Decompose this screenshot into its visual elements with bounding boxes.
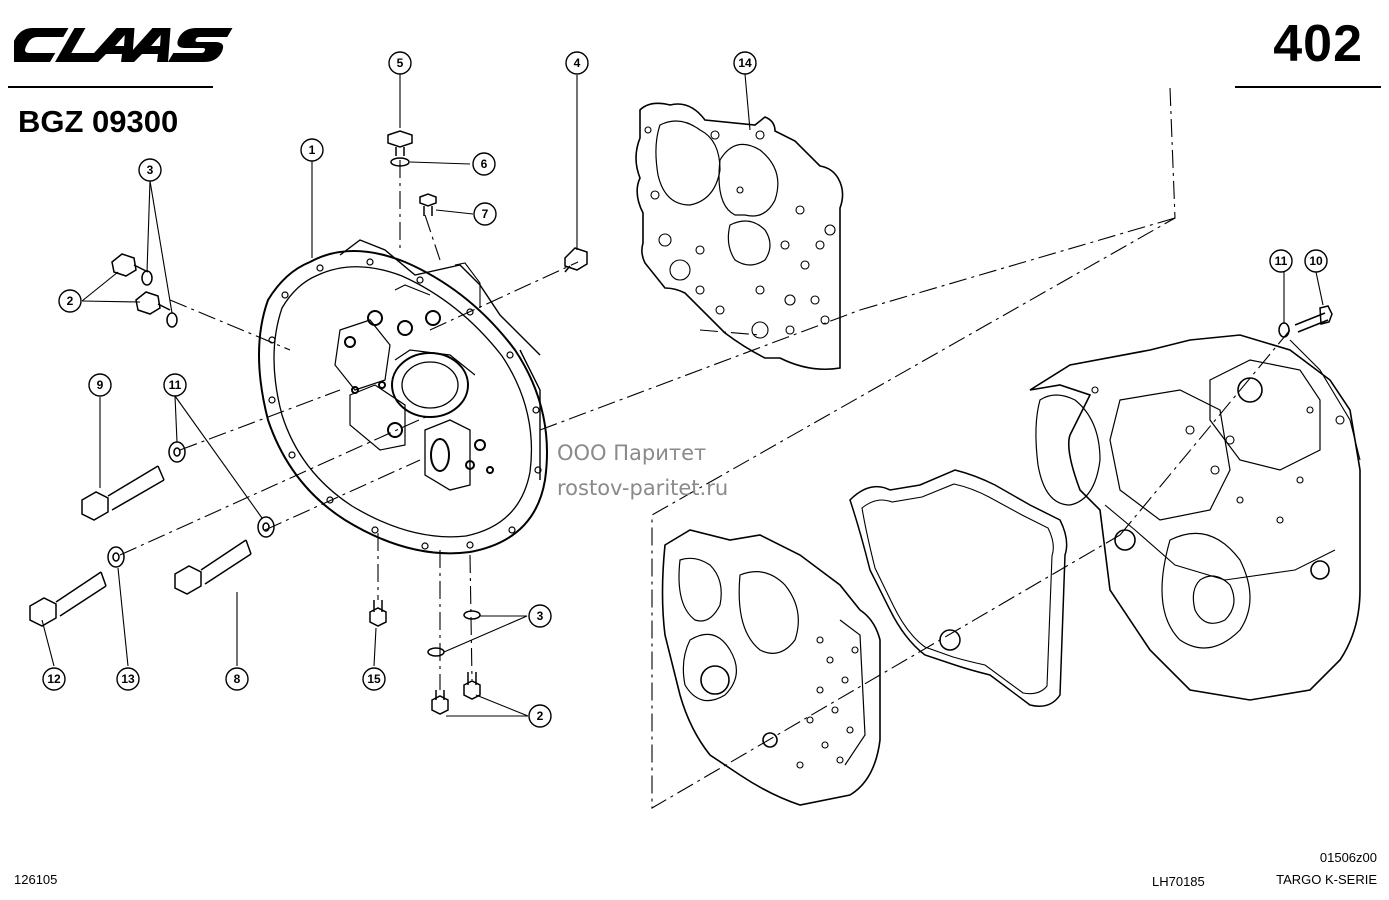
callout-label-1: 1 xyxy=(309,143,316,157)
cover-plate-part-1 xyxy=(258,239,548,555)
callout-12: 12 xyxy=(42,667,66,691)
callout-4: 4 xyxy=(565,51,589,75)
gasket-part-14 xyxy=(635,102,844,371)
footer-model: TARGO K-SERIE xyxy=(1276,872,1377,887)
callout-label-11: 11 xyxy=(169,378,182,392)
callout-9: 9 xyxy=(88,373,112,397)
callout-1: 1 xyxy=(300,138,324,162)
claas-logo xyxy=(14,28,233,62)
callout-label-13: 13 xyxy=(121,672,135,686)
group-code: BGZ 09300 xyxy=(18,104,179,139)
callout-label-3: 3 xyxy=(537,609,544,623)
callout-label-12: 12 xyxy=(47,672,61,686)
footer-left-code: 126105 xyxy=(14,872,58,887)
callout-11: 11 xyxy=(163,373,187,397)
callout-label-4: 4 xyxy=(574,56,581,70)
callout-label-10: 10 xyxy=(1309,254,1323,268)
callout-14: 14 xyxy=(733,51,757,75)
callout-5: 5 xyxy=(388,51,412,75)
callout-13: 13 xyxy=(116,667,140,691)
footer-drawing-code: 01506z00 xyxy=(1319,850,1377,865)
callout-3: 3 xyxy=(528,604,552,628)
watermark-company: ООО Паритет xyxy=(557,441,707,465)
callout-11: 11 xyxy=(1269,249,1293,273)
callout-label-8: 8 xyxy=(234,672,241,686)
callout-label-7: 7 xyxy=(482,207,489,221)
callout-label-2: 2 xyxy=(537,709,544,723)
callout-label-6: 6 xyxy=(481,157,488,171)
callout-group: 1 2 2 3 3 4 5 6 7 8 9 10 11 11 12 13 14 … xyxy=(42,51,1328,728)
callout-label-15: 15 xyxy=(367,672,381,686)
page-number-rule xyxy=(1235,86,1381,88)
gasket-lower xyxy=(849,469,1068,707)
callout-label-2: 2 xyxy=(67,294,74,308)
transmission-housing xyxy=(1029,334,1361,701)
callout-label-5: 5 xyxy=(397,56,404,70)
callout-6: 6 xyxy=(472,152,496,176)
callout-label-9: 9 xyxy=(97,378,104,392)
callout-label-14: 14 xyxy=(738,56,752,70)
footer-doc-code: LH70185 xyxy=(1152,874,1205,889)
fasteners xyxy=(29,130,1333,715)
callout-3: 3 xyxy=(138,158,162,182)
callout-7: 7 xyxy=(473,202,497,226)
callout-2: 2 xyxy=(528,704,552,728)
callout-2: 2 xyxy=(58,289,82,313)
callout-label-11: 11 xyxy=(1275,254,1288,268)
callout-15: 15 xyxy=(362,667,386,691)
callout-label-3: 3 xyxy=(147,163,154,177)
header-rule xyxy=(8,86,213,88)
callout-8: 8 xyxy=(225,667,249,691)
page-number: 402 xyxy=(1273,15,1363,73)
callout-10: 10 xyxy=(1304,249,1328,273)
leader-lines xyxy=(41,73,1324,717)
front-housing xyxy=(661,529,881,806)
watermark-url: rostov-paritet.ru xyxy=(557,476,729,500)
